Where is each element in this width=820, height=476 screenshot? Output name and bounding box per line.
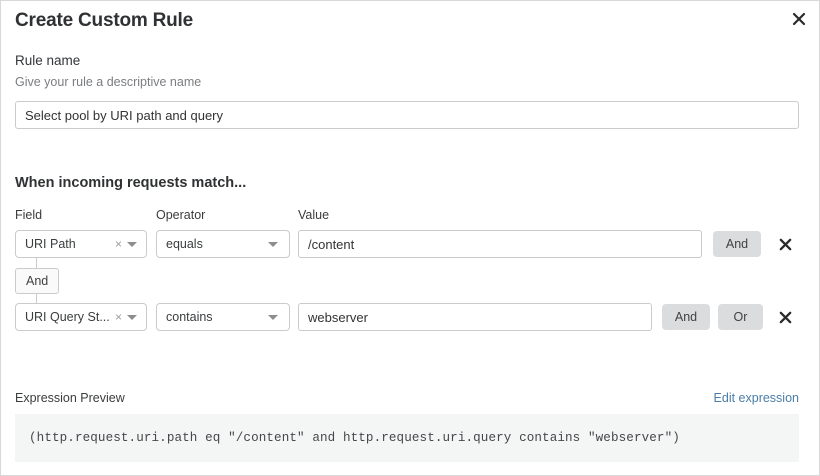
value-input-1[interactable] — [298, 230, 702, 258]
connector-line-top — [36, 258, 37, 268]
delete-condition-button-2[interactable] — [772, 304, 798, 330]
and-connector-badge[interactable]: And — [15, 268, 60, 294]
rule-name-help-text: Give your rule a descriptive name — [15, 75, 202, 89]
condition-row: URI Query St... × contains And Or — [1, 303, 820, 333]
chevron-down-icon — [127, 241, 137, 247]
expression-preview-text: (http.request.uri.path eq "/content" and… — [29, 431, 680, 445]
column-header-field: Field — [15, 208, 43, 222]
operator-select-1-value: equals — [166, 237, 203, 251]
field-select-2[interactable]: URI Query St... × — [15, 303, 147, 331]
page-title: Create Custom Rule — [15, 10, 193, 31]
operator-select-2-value: contains — [166, 310, 213, 324]
edit-expression-link[interactable]: Edit expression — [713, 391, 799, 405]
field-select-2-value: URI Query St... — [25, 310, 110, 324]
value-input-2[interactable] — [298, 303, 652, 331]
close-icon-glyph — [792, 12, 806, 26]
connector-line-bottom — [36, 294, 37, 304]
or-button-2[interactable]: Or — [718, 304, 763, 330]
condition-row: URI Path × equals And — [1, 230, 820, 260]
conditions-heading: When incoming requests match... — [15, 175, 247, 191]
field-select-1[interactable]: URI Path × — [15, 230, 147, 258]
clear-x-icon[interactable]: × — [114, 310, 122, 324]
chevron-down-icon — [268, 314, 278, 320]
and-button-2[interactable]: And — [662, 304, 710, 330]
close-icon[interactable] — [788, 8, 810, 30]
field-select-1-value: URI Path — [25, 237, 76, 251]
delete-condition-button-1[interactable] — [772, 231, 798, 257]
column-header-operator: Operator — [156, 208, 206, 222]
chevron-down-icon — [127, 314, 137, 320]
and-button-1[interactable]: And — [713, 231, 761, 257]
rule-name-label: Rule name — [15, 53, 81, 68]
operator-select-1[interactable]: equals — [156, 230, 290, 258]
operator-select-2[interactable]: contains — [156, 303, 290, 331]
clear-x-icon[interactable]: × — [114, 237, 122, 251]
expression-preview-box: (http.request.uri.path eq "/content" and… — [15, 414, 799, 462]
rule-name-input[interactable] — [15, 101, 799, 129]
column-header-value: Value — [298, 208, 330, 222]
delete-icon — [779, 311, 791, 323]
chevron-down-icon — [268, 241, 278, 247]
delete-icon — [779, 238, 791, 250]
condition-connector-group: And — [15, 258, 135, 304]
expression-preview-label: Expression Preview — [15, 391, 125, 405]
